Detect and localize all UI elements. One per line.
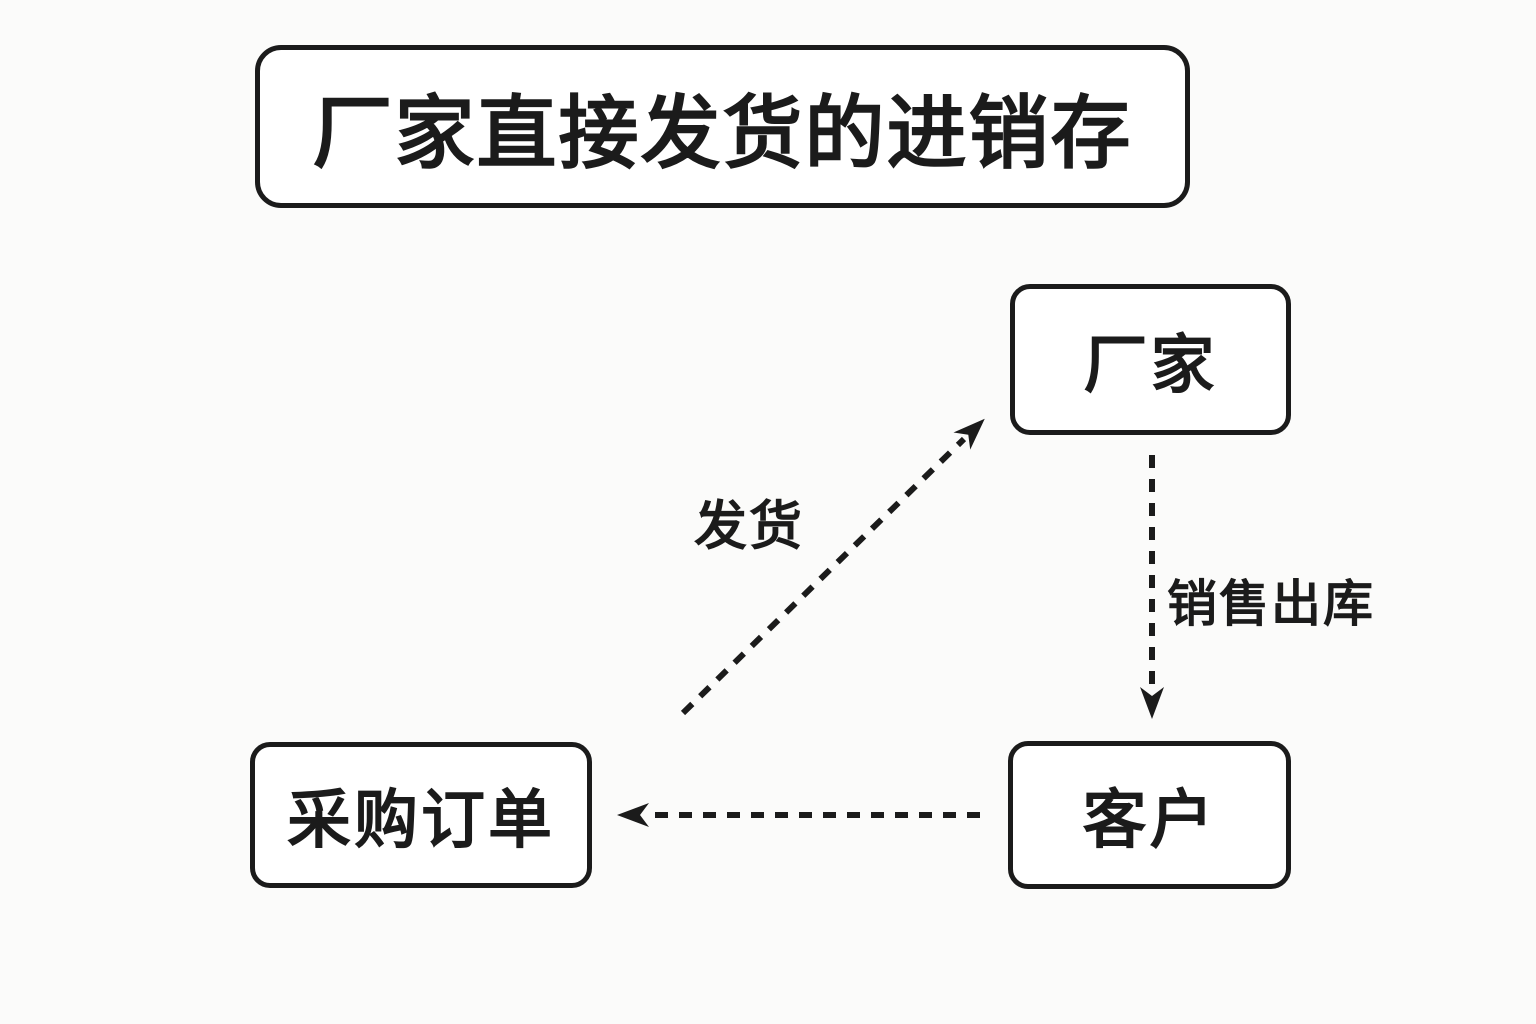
title-box: 厂家直接发货的进销存 xyxy=(255,45,1190,208)
arrow-ship-to-factory xyxy=(680,418,985,716)
node-purchase-order-label: 采购订单 xyxy=(287,784,555,856)
node-customer: 客户 xyxy=(1008,741,1291,889)
node-factory: 厂家 xyxy=(1010,284,1291,435)
node-purchase-order: 采购订单 xyxy=(250,742,592,888)
diagram-title: 厂家直接发货的进销存 xyxy=(312,88,1133,178)
node-customer-label: 客户 xyxy=(1082,784,1217,856)
node-factory-label: 厂家 xyxy=(1083,328,1218,401)
edge-label-sales-outbound: 销售出库 xyxy=(1167,576,1375,632)
edge-label-ship: 发货 xyxy=(694,497,804,556)
